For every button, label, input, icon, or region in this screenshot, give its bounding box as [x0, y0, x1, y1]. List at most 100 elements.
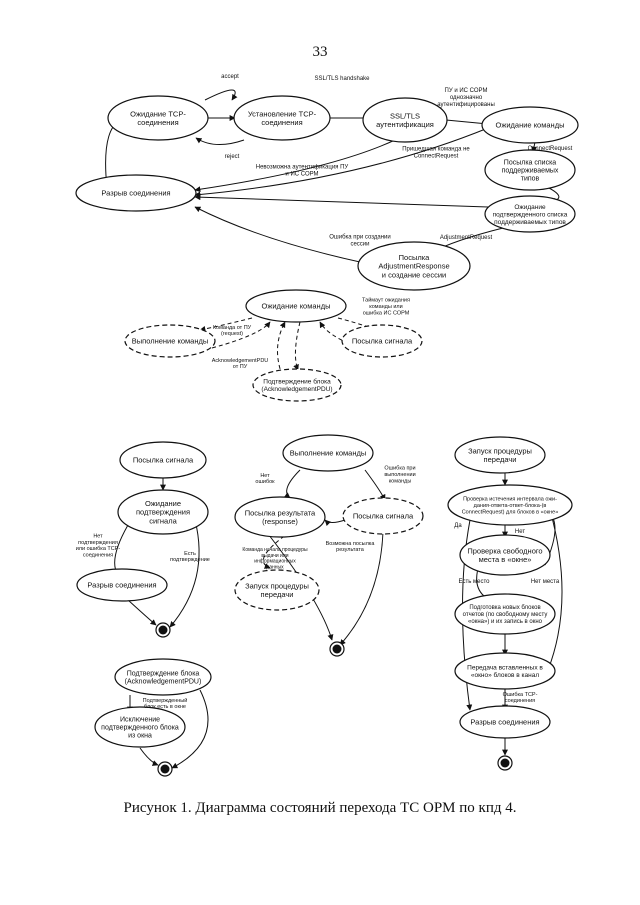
state-signal-send-label: Посылка сигнала [133, 456, 194, 465]
state-exec-send-signal [342, 497, 424, 535]
state-wait-tcp-label: Ожидание TCP-соединения [130, 109, 186, 127]
state-check-free-space [459, 534, 551, 576]
e-signal-to-result [324, 519, 346, 526]
state-exec-command-label: Выполнение команды [290, 449, 367, 458]
label-adjustment-request: AdjustmentRequest [440, 235, 493, 241]
state-signal-send [119, 441, 207, 479]
e-disc-to-end [127, 599, 157, 626]
state-ack-exclude-block [94, 706, 186, 748]
state-loop-confirm-block [252, 368, 342, 402]
state-wait-confirmed-types [484, 195, 576, 233]
label-cmd-from-pu: Команда от ПУ(request) [213, 325, 252, 337]
ack-end-state-core [160, 764, 170, 774]
state-disconnect-label: Разрыв соединения [101, 189, 170, 198]
state-transfer-disconnect [459, 705, 551, 739]
state-send-adjustment [357, 241, 471, 291]
label-accept: accept [221, 74, 239, 80]
state-exec-start-transfer [234, 569, 320, 611]
label-reject: reject [225, 154, 240, 160]
state-check-interval [447, 484, 573, 526]
e-accept [204, 89, 238, 101]
e-exec-back [211, 321, 271, 349]
state-loop-exec-command-label: Выполнение команды [132, 337, 209, 346]
state-wait-tcp [107, 95, 209, 141]
e-exec-to-result [283, 469, 301, 499]
transfer-end-state-core [500, 758, 510, 768]
state-loop-confirm-block-label: Подтверждение блока(AcknowledgementPDU) [261, 378, 332, 393]
state-loop-send-signal [341, 324, 423, 358]
exec-end-state-core [332, 644, 342, 654]
label-ssl-handshake: SSL/TLS handshake [314, 76, 370, 82]
state-transmit-blocks-label: Передача вставленных в«окно» блоков в ка… [467, 665, 543, 679]
e-ssl-to-wait [445, 119, 489, 127]
state-signal-disconnect [76, 568, 168, 602]
state-loop-wait-command [245, 289, 347, 323]
state-establish-tcp [233, 95, 331, 141]
page-number: 33 [312, 44, 328, 60]
state-transfer-disconnect-label: Разрыв соединения [470, 718, 539, 727]
state-ack-confirm-block [114, 658, 212, 696]
state-loop-send-signal-label: Посылка сигнала [352, 337, 413, 346]
state-exec-send-signal-label: Посылка сигнала [353, 512, 414, 521]
state-signal-wait-confirm [117, 489, 209, 535]
e-exclude-to-end [139, 747, 159, 766]
label-connect-request: ConnectRequest [528, 146, 573, 152]
e-has-confirm [169, 519, 200, 628]
state-ack-confirm-block-label: Подтверждение блока(AcknowledgementPDU) [125, 669, 202, 685]
state-send-types-list [484, 149, 576, 191]
e-confirm-to-disconnect [194, 194, 489, 208]
figure-caption: Рисунок 1. Диаграмма состояний перехода … [123, 800, 517, 816]
label-yes: Да [454, 523, 462, 529]
e-transmit-back [547, 509, 563, 671]
state-exec-send-result-label: Посылка результата(response) [245, 508, 316, 526]
e-ack [293, 321, 301, 371]
state-wait-command [481, 106, 579, 144]
state-loop-exec-command [124, 324, 216, 358]
e-signal-to-end [339, 531, 384, 646]
e-no-auth [194, 139, 396, 193]
state-loop-wait-command-label: Ожидание команды [262, 302, 331, 311]
state-disconnect [75, 174, 197, 212]
label-has-space: Есть место [459, 579, 491, 585]
state-establish-tcp-label: Установление TCP-соединения [248, 109, 317, 127]
e-reject [195, 137, 245, 145]
state-ssl-auth [362, 97, 448, 143]
state-transmit-blocks [454, 652, 556, 690]
state-exec-send-result [234, 496, 326, 538]
signal-end-state-core [158, 625, 168, 635]
state-signal-disconnect-label: Разрыв соединения [87, 581, 156, 590]
state-prepare-blocks [454, 593, 556, 635]
e-exec-to-signal [364, 469, 386, 501]
e-session-error [194, 206, 361, 263]
label-no-space: Нет места [531, 579, 560, 585]
state-check-interval-label: Проверка истечения интервала ожи-дания-о… [462, 497, 559, 516]
label-tcp-error: Ошибка TCP-соединения [503, 692, 538, 704]
e-cmd-to-exec [199, 317, 253, 332]
e-confirm-back [277, 321, 286, 383]
e-cmd-arrived [194, 127, 489, 198]
e-ack-to-end [171, 689, 209, 769]
state-wait-command-label: Ожидание команды [496, 121, 565, 130]
